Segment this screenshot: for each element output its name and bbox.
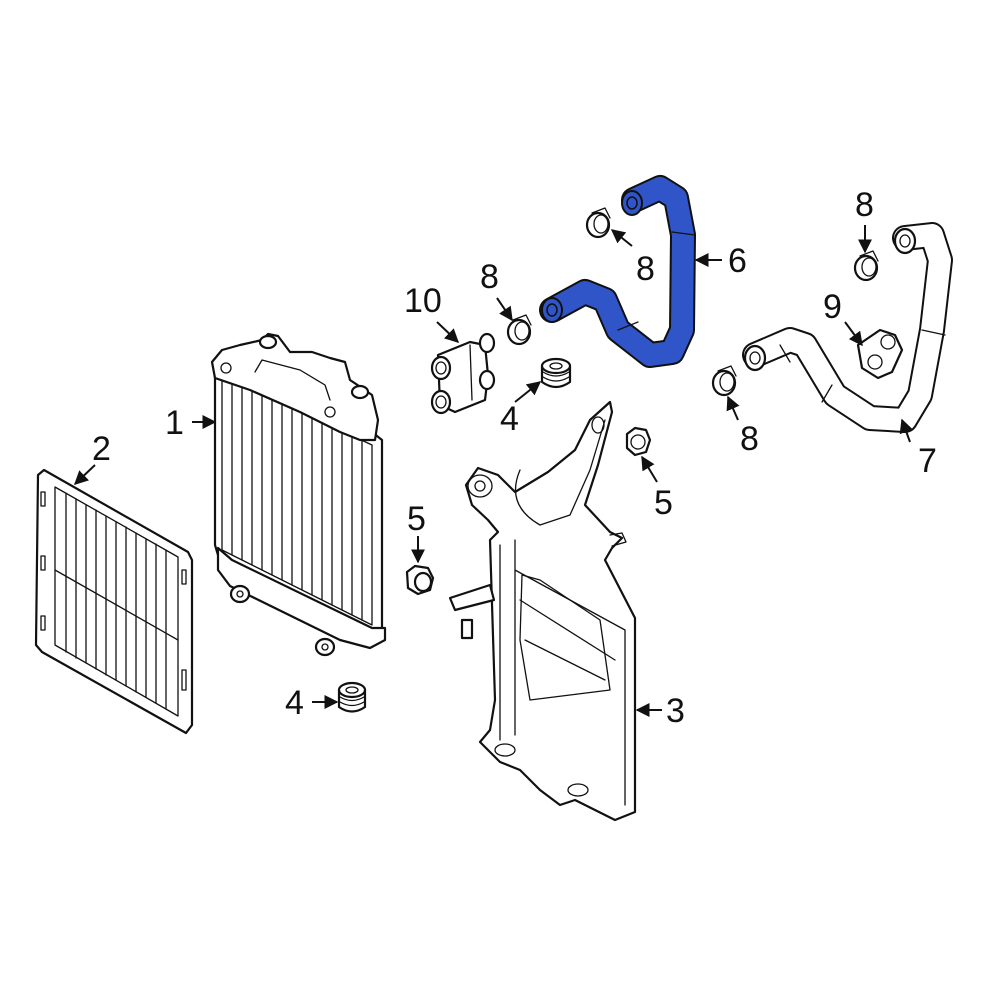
coolant-hose-highlighted[interactable] <box>539 175 696 368</box>
callout-1[interactable]: 1 <box>165 404 184 442</box>
nut-right[interactable] <box>625 426 652 457</box>
callout-4-lower[interactable]: 4 <box>285 684 304 722</box>
callout-5-left[interactable]: 5 <box>407 500 426 538</box>
callout-8-upper-right[interactable]: 8 <box>855 186 874 224</box>
hose-clamp-center[interactable] <box>506 314 532 346</box>
nut-left[interactable] <box>405 564 435 596</box>
callout-arrows <box>73 225 913 717</box>
callout-8-upper-left[interactable]: 8 <box>636 250 655 288</box>
callout-4-upper[interactable]: 4 <box>500 400 519 438</box>
callout-2[interactable]: 2 <box>92 430 111 468</box>
connector-fitting[interactable] <box>430 332 496 415</box>
hose-clamp-upper-right[interactable] <box>853 250 879 282</box>
hose-bracket-clip[interactable] <box>856 328 904 380</box>
callout-5-right[interactable]: 5 <box>654 484 673 522</box>
grommet-lower[interactable] <box>337 681 367 713</box>
auxiliary-radiator[interactable] <box>210 332 387 657</box>
hose-clamp-upper-left[interactable] <box>585 207 611 239</box>
grommet-upper[interactable] <box>540 357 572 389</box>
callout-7[interactable]: 7 <box>918 442 937 480</box>
radiator-screen[interactable] <box>34 468 194 735</box>
mounting-bracket[interactable] <box>448 400 637 822</box>
callout-10[interactable]: 10 <box>404 282 442 320</box>
callout-9[interactable]: 9 <box>823 288 842 326</box>
hose-clamp-lower-right[interactable] <box>711 365 737 397</box>
callout-6[interactable]: 6 <box>728 242 747 280</box>
callout-labels: 1 2 3 4 4 5 5 6 7 8 8 8 8 9 10 <box>92 186 937 730</box>
callout-3[interactable]: 3 <box>666 692 685 730</box>
callout-8-center[interactable]: 8 <box>480 258 499 296</box>
coolant-hose[interactable] <box>742 222 953 433</box>
callout-8-lower-right[interactable]: 8 <box>740 420 759 458</box>
